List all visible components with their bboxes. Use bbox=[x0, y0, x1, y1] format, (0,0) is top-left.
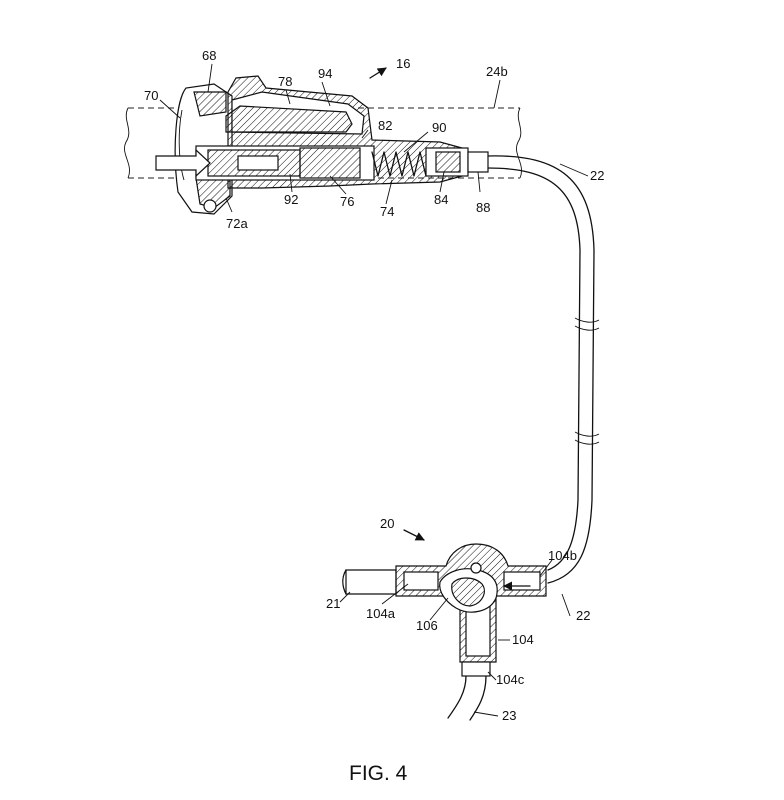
label-74: 74 bbox=[380, 204, 394, 219]
label-88: 88 bbox=[476, 200, 490, 215]
label-76: 76 bbox=[340, 194, 354, 209]
label-23: 23 bbox=[502, 708, 516, 723]
label-92: 92 bbox=[284, 192, 298, 207]
label-104b: 104b bbox=[548, 548, 577, 563]
label-104c: 104c bbox=[496, 672, 525, 687]
label-78: 78 bbox=[278, 74, 292, 89]
label-70: 70 bbox=[144, 88, 158, 103]
label-20: 20 bbox=[380, 516, 394, 531]
reference-labels: 68 78 94 16 24b 70 82 90 22 92 76 74 84 … bbox=[144, 48, 604, 723]
tube-22 bbox=[487, 155, 600, 584]
figure-caption: FIG. 4 bbox=[349, 762, 408, 785]
label-82: 82 bbox=[378, 118, 392, 133]
label-68: 68 bbox=[202, 48, 216, 63]
label-22-top: 22 bbox=[590, 168, 604, 183]
label-106: 106 bbox=[416, 618, 438, 633]
valve-assembly-16 bbox=[155, 75, 489, 215]
label-24b: 24b bbox=[486, 64, 508, 79]
label-22-bottom: 22 bbox=[576, 608, 590, 623]
label-16: 16 bbox=[396, 56, 410, 71]
label-90: 90 bbox=[432, 120, 446, 135]
label-104: 104 bbox=[512, 632, 534, 647]
label-72a: 72a bbox=[226, 216, 248, 231]
label-104a: 104a bbox=[366, 606, 396, 621]
label-94: 94 bbox=[318, 66, 332, 81]
leader-lines bbox=[159, 63, 589, 717]
three-way-fitting-20 bbox=[342, 543, 547, 721]
label-21: 21 bbox=[326, 596, 340, 611]
label-84: 84 bbox=[434, 192, 448, 207]
